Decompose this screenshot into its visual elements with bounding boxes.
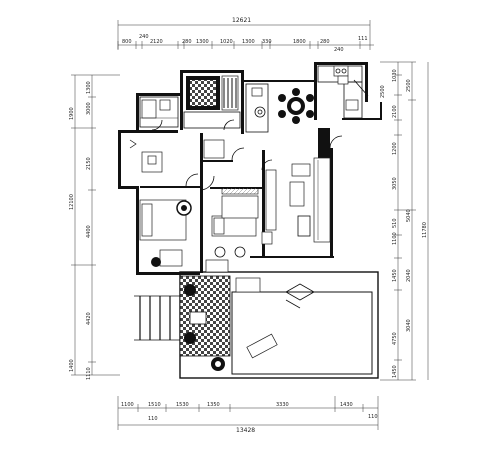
dim-left-inner-1: 1300 bbox=[86, 81, 92, 94]
living-room bbox=[265, 128, 343, 243]
sink bbox=[159, 99, 171, 111]
dim-top-1: 800 bbox=[122, 39, 132, 45]
tv-console bbox=[265, 169, 277, 231]
dim-left-outer-3: 1400 bbox=[69, 359, 75, 372]
dim-left-outer-1: 1900 bbox=[69, 107, 75, 120]
dim-bottom-5: 3330 bbox=[276, 402, 289, 408]
dim-top-3: 2120 bbox=[150, 39, 163, 45]
dim-left-inner-2: 3000 bbox=[86, 102, 92, 115]
lounge-chair bbox=[246, 333, 278, 359]
dim-left-inner-5: 4420 bbox=[86, 312, 92, 325]
laundry bbox=[245, 83, 269, 133]
sofa bbox=[313, 157, 331, 243]
bathroom-left bbox=[139, 96, 179, 128]
dim-top-4: 280 bbox=[182, 39, 192, 45]
dim-left-inner-3: 2150 bbox=[86, 157, 92, 170]
dim-top-5: 1300 bbox=[196, 39, 209, 45]
kitchen bbox=[317, 65, 369, 119]
dim-top-6: 1020 bbox=[220, 39, 233, 45]
dim-top-8: 330 bbox=[262, 39, 272, 45]
dim-right-inner-12: 1450 bbox=[392, 365, 398, 378]
dim-right-inner-11: 3040 bbox=[406, 319, 412, 332]
top-dimension-chain: 12621 800 240 2120 280 1300 1020 1300 33… bbox=[117, 17, 374, 53]
dining-area bbox=[278, 88, 314, 124]
left-dimension-chain: 1900 12100 1400 1300 3000 2150 4400 4420… bbox=[69, 74, 120, 380]
dim-top-total: 12621 bbox=[232, 17, 251, 24]
dim-right-outer-2: 11780 bbox=[422, 222, 428, 238]
bedroom-left bbox=[129, 139, 192, 267]
dim-right-inner-6: 1100 bbox=[392, 232, 398, 245]
dim-bottom-small: 110 bbox=[148, 416, 158, 422]
dim-right-inner-1: 1030 bbox=[392, 69, 398, 82]
dim-bottom-4: 1350 bbox=[207, 402, 220, 408]
walls bbox=[118, 62, 382, 379]
balcony-rails bbox=[134, 295, 180, 341]
terrace bbox=[179, 275, 315, 371]
dim-right-inner-10: 4750 bbox=[392, 332, 398, 345]
dim-top-9: 1800 bbox=[293, 39, 306, 45]
dim-left-inner-6: 1110 bbox=[86, 367, 92, 380]
bottom-dimension-chain: 1100 1510 1530 1350 3330 1430 110 110 13… bbox=[117, 396, 379, 434]
dim-right-inner-2: 2500 bbox=[380, 85, 386, 98]
dim-right-outer-1: 5040 bbox=[406, 209, 412, 222]
dim-top-11: 111 bbox=[358, 36, 368, 42]
dim-right-inner-7: 510 bbox=[392, 218, 398, 228]
cabinet bbox=[318, 128, 330, 158]
dim-left-inner-4: 4400 bbox=[86, 225, 92, 238]
bedroom-master bbox=[203, 139, 273, 273]
dim-right-inner-4: 1200 bbox=[392, 142, 398, 155]
dim-right-inner-3: 2100 bbox=[392, 105, 398, 118]
doors bbox=[151, 119, 273, 191]
dim-top-2: 240 bbox=[139, 34, 149, 40]
bathroom-master bbox=[183, 75, 241, 131]
dim-right-inner-8: 1450 bbox=[392, 269, 398, 282]
dim-bottom-3: 1530 bbox=[176, 402, 189, 408]
dim-bottom-6: 1430 bbox=[340, 402, 353, 408]
dim-bottom-total: 13428 bbox=[236, 427, 255, 434]
dim-right-inner-5: 3050 bbox=[392, 177, 398, 190]
dim-bottom-2: 1510 bbox=[148, 402, 161, 408]
right-dimension-chain: 1030 2500 2100 1200 3050 1100 510 1450 2… bbox=[380, 61, 429, 381]
dim-right-outer-3: 2500 bbox=[406, 79, 412, 92]
dim-right-inner-9: 2040 bbox=[406, 269, 412, 282]
dim-left-outer-2: 12100 bbox=[69, 194, 75, 210]
dim-bottom-7: 110 bbox=[368, 414, 378, 420]
dim-bottom-1: 1100 bbox=[121, 402, 134, 408]
dim-top-10: 280 bbox=[320, 39, 330, 45]
dim-top-extra: 240 bbox=[334, 47, 344, 53]
dim-top-7: 1300 bbox=[242, 39, 255, 45]
